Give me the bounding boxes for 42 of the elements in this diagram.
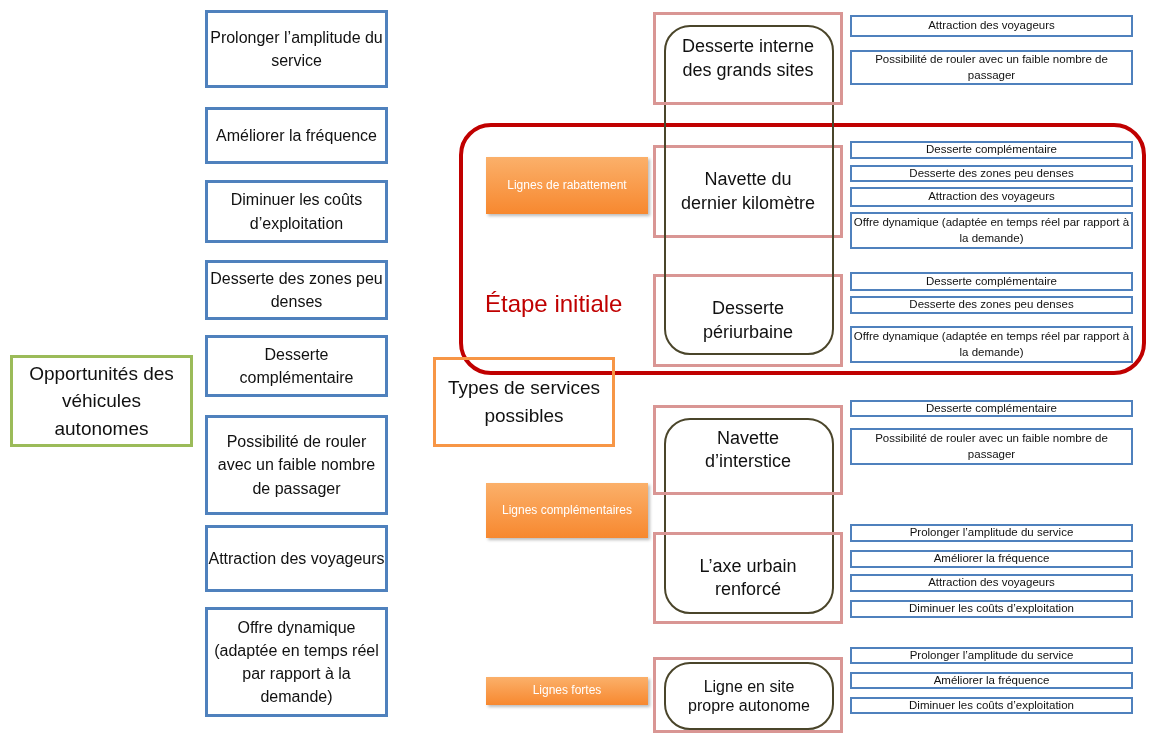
- feature-box: Possibilité de rouler avec un faible nombre de passager: [850, 428, 1133, 465]
- benefit-box: Offre dynamique (adaptée en temps réel par rapport à la demande): [205, 607, 388, 717]
- feature-box: Prolonger l’amplitude du service: [850, 647, 1133, 664]
- feature-box: Desserte complémentaire: [850, 400, 1133, 417]
- feature-box: Possibilité de rouler avec un faible nombre de passager: [850, 50, 1133, 85]
- service-box: Navette du dernier kilomètre: [653, 145, 843, 238]
- benefit-box: Améliorer la fréquence: [205, 107, 388, 164]
- feature-box: Desserte des zones peu denses: [850, 296, 1133, 314]
- service-box: Desserte périurbaine: [653, 274, 843, 367]
- service-box: Navette d’interstice: [653, 405, 843, 495]
- benefit-box: Possibilité de rouler avec un faible nombre de passager: [205, 415, 388, 515]
- feature-box: Améliorer la fréquence: [850, 550, 1133, 568]
- feature-box: Attraction des voyageurs: [850, 15, 1133, 37]
- feature-box: Offre dynamique (adaptée en temps réel par rapport à la demande): [850, 212, 1133, 249]
- benefit-box: Attraction des voyageurs: [205, 525, 388, 592]
- benefit-box: Desserte des zones peu denses: [205, 260, 388, 320]
- service-box: Ligne en site propre autonome: [664, 662, 834, 730]
- feature-box: Attraction des voyageurs: [850, 574, 1133, 592]
- feature-box: Attraction des voyageurs: [850, 187, 1133, 207]
- service-group-outline: [664, 25, 834, 355]
- service-box: L’axe urbain renforcé: [653, 532, 843, 624]
- category-tag: Lignes complémentaires: [486, 483, 648, 538]
- stage-title: Étape initiale: [485, 289, 623, 319]
- feature-box: Diminuer les coûts d’exploitation: [850, 600, 1133, 618]
- benefit-box: Prolonger l’amplitude du service: [205, 10, 388, 88]
- service-box: Desserte interne des grands sites: [653, 12, 843, 105]
- feature-box: Offre dynamique (adaptée en temps réel par rapport à la demande): [850, 326, 1133, 363]
- service-frame: [653, 657, 843, 733]
- feature-box: Desserte des zones peu denses: [850, 165, 1133, 182]
- stage-frame: [459, 123, 1146, 375]
- feature-box: Améliorer la fréquence: [850, 672, 1133, 689]
- feature-box: Desserte complémentaire: [850, 141, 1133, 159]
- feature-box: Prolonger l’amplitude du service: [850, 524, 1133, 542]
- feature-box: Desserte complémentaire: [850, 272, 1133, 291]
- service-group-outline: [664, 418, 834, 614]
- category-tag: Lignes fortes: [486, 677, 648, 705]
- benefit-box: Desserte complémentaire: [205, 335, 388, 397]
- feature-box: Diminuer les coûts d’exploitation: [850, 697, 1133, 714]
- benefit-box: Diminuer les coûts d’exploitation: [205, 180, 388, 243]
- heading-box: Types de services possibles: [433, 357, 615, 447]
- title-box: Opportunités des véhicules autonomes: [10, 355, 193, 447]
- category-tag: Lignes de rabattement: [486, 157, 648, 214]
